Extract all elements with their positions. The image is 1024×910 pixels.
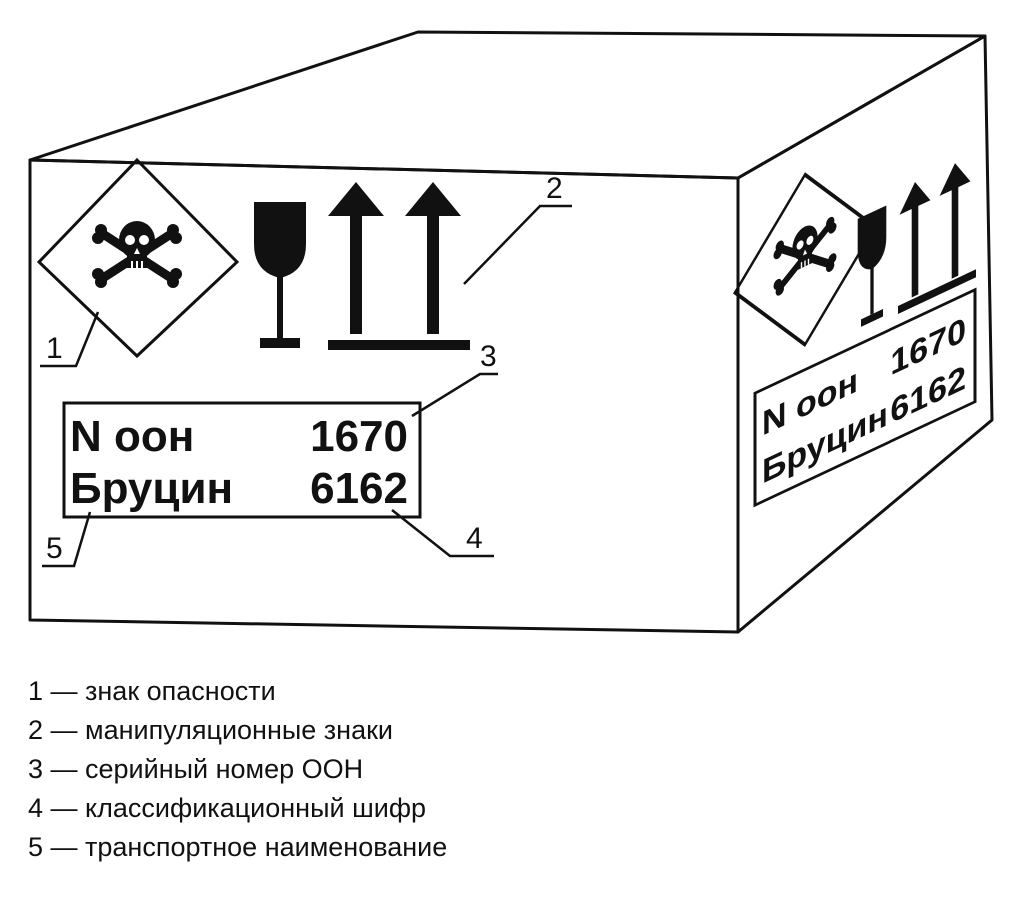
label-name-text: Бруцин — [70, 464, 233, 513]
label-un-text: N оон — [70, 412, 194, 461]
callout-3: 3 — [480, 340, 497, 373]
handling-marks-front — [254, 182, 470, 350]
callout-4: 4 — [466, 522, 483, 555]
fragile-glass-icon — [254, 202, 306, 348]
up-arrows-side-icon — [898, 155, 976, 314]
legend-item-1: 1 — знак опасности — [28, 676, 276, 706]
label-class-code: 6162 — [310, 464, 408, 513]
package-diagram: N оон 1670 Бруцин 6162 1 2 3 4 5 N оон — [28, 30, 994, 634]
legend-list: 1 — знак опасности 2 — манипуляционные з… — [28, 672, 447, 867]
callout-leaders — [40, 204, 572, 568]
legend-item-4: 4 — классификационный шифр — [28, 793, 427, 823]
up-arrow-icon — [328, 182, 384, 334]
hazard-sign-side — [733, 172, 877, 348]
label-front: N оон 1670 Бруцин 6162 — [62, 401, 422, 519]
label-un-number: 1670 — [310, 412, 408, 461]
fragile-glass-side-icon — [857, 205, 887, 329]
up-arrow-icon — [405, 182, 461, 334]
legend-item-2: 2 — манипуляционные знаки — [28, 715, 394, 745]
arrow-base-bar — [328, 340, 470, 350]
box-outline — [28, 30, 994, 634]
callout-2: 2 — [546, 172, 563, 205]
callout-5: 5 — [46, 532, 63, 565]
skull-crossbones-icon — [92, 221, 182, 288]
legend-item-5: 5 — транспортное наименование — [28, 832, 448, 862]
legend-item-3: 3 — серийный номер ООН — [28, 754, 364, 784]
hazard-sign-front — [36, 157, 240, 359]
callout-1: 1 — [46, 332, 63, 365]
